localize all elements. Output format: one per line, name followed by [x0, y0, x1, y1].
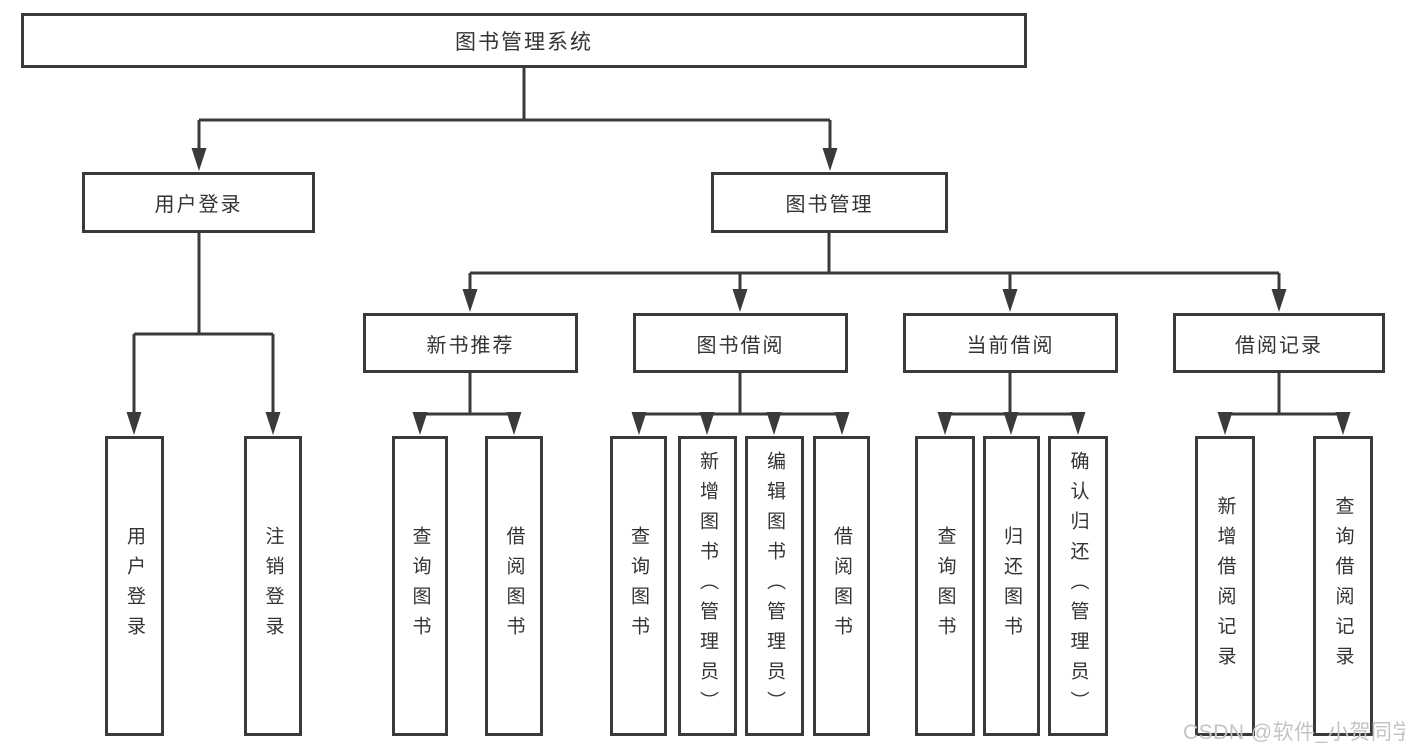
csdn-watermark: CSDN @软件_小贺同学 [1183, 721, 1405, 744]
leaf-query-books-current-label: 查询图书 [934, 526, 956, 646]
leaf-borrow-books-recommend-label: 借阅图书 [503, 526, 525, 646]
leaf-borrow-books: 借阅图书 [813, 436, 870, 736]
arrowheads [126, 148, 1351, 435]
node-current-borrow: 当前借阅 [903, 313, 1118, 373]
leaf-edit-books-admin-label: 编辑图书（管理员） [764, 451, 785, 721]
node-root-label: 图书管理系统 [455, 30, 593, 54]
leaf-confirm-return-admin: 确认归还（管理员） [1048, 436, 1108, 736]
leaf-borrow-books-label: 借阅图书 [831, 526, 852, 646]
leaf-user-login: 用户登录 [105, 436, 164, 736]
node-borrow-records-label: 借阅记录 [1235, 334, 1323, 357]
node-root: 图书管理系统 [21, 13, 1027, 68]
leaf-query-borrow-record: 查询借阅记录 [1313, 436, 1373, 736]
node-book-borrow-label: 图书借阅 [696, 334, 785, 357]
leaf-confirm-return-admin-label: 确认归还（管理员） [1067, 451, 1089, 721]
node-borrow-records: 借阅记录 [1173, 313, 1385, 373]
node-user-login-label: 用户登录 [154, 194, 243, 216]
leaf-add-borrow-record: 新增借阅记录 [1195, 436, 1255, 736]
node-current-borrow-label: 当前借阅 [966, 334, 1055, 357]
leaf-logout-label: 注销登录 [262, 526, 284, 646]
node-book-management-label: 图书管理 [785, 194, 874, 216]
leaf-logout: 注销登录 [244, 436, 302, 736]
leaf-add-books-admin: 新增图书（管理员） [678, 436, 737, 736]
leaf-query-books-recommend-label: 查询图书 [409, 526, 431, 646]
leaf-return-books-label: 归还图书 [1001, 526, 1022, 646]
leaf-add-books-admin-label: 新增图书（管理员） [697, 451, 718, 721]
node-new-book-recommend: 新书推荐 [363, 313, 578, 373]
leaf-borrow-books-recommend: 借阅图书 [485, 436, 543, 736]
node-book-borrow: 图书借阅 [633, 313, 848, 373]
leaf-query-books-borrow-label: 查询图书 [628, 526, 649, 646]
node-new-book-recommend-label: 新书推荐 [426, 334, 515, 357]
leaf-user-login-label: 用户登录 [124, 526, 145, 646]
leaf-return-books: 归还图书 [983, 436, 1040, 736]
leaf-add-borrow-record-label: 新增借阅记录 [1214, 496, 1236, 676]
leaf-edit-books-admin: 编辑图书（管理员） [745, 436, 804, 736]
leaf-query-borrow-record-label: 查询借阅记录 [1332, 496, 1354, 676]
node-user-login: 用户登录 [82, 172, 315, 233]
leaf-query-books-borrow: 查询图书 [610, 436, 667, 736]
leaf-query-books-recommend: 查询图书 [392, 436, 448, 736]
node-book-management: 图书管理 [711, 172, 948, 233]
leaf-query-books-current: 查询图书 [915, 436, 975, 736]
